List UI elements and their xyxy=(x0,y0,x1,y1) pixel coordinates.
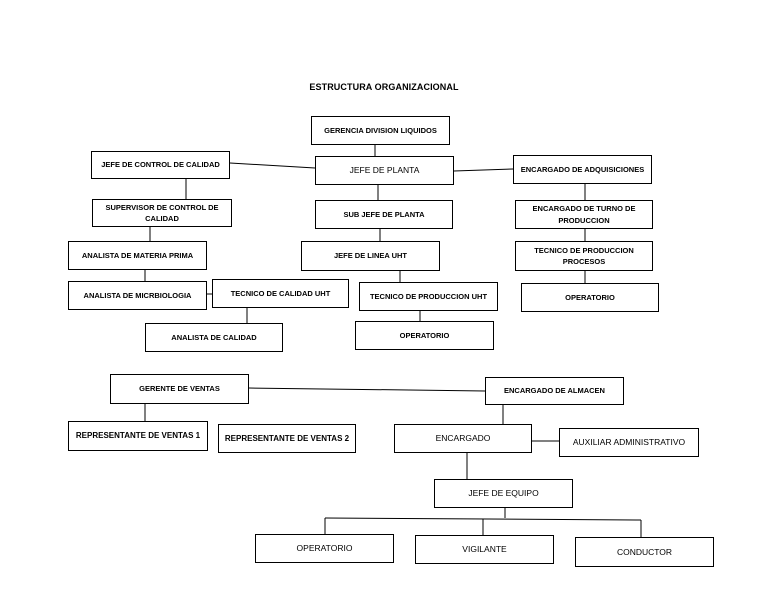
node-analista-materia-prima: ANALISTA DE MATERIA PRIMA xyxy=(68,241,207,270)
node-encargado: ENCARGADO xyxy=(394,424,532,453)
node-representante-ventas-2: REPRESENTANTE DE VENTAS 2 xyxy=(218,424,356,453)
node-conductor: CONDUCTOR xyxy=(575,537,714,567)
node-encargado-turno-produccion: ENCARGADO DE TURNO DE PRODUCCION xyxy=(515,200,653,229)
node-operatorio: OPERATORIO xyxy=(521,283,659,312)
node-jefe-control-calidad: JEFE DE CONTROL DE CALIDAD xyxy=(91,151,230,179)
node-sub-jefe-planta: SUB JEFE DE PLANTA xyxy=(315,200,453,229)
connector xyxy=(229,162,316,169)
node-supervisor-control-calidad: SUPERVISOR DE CONTROL DE CALIDAD xyxy=(92,199,232,227)
node-operatorio: OPERATORIO xyxy=(355,321,494,350)
node-encargado-adquisiciones: ENCARGADO DE ADQUISICIONES xyxy=(513,155,652,184)
node-vigilante: VIGILANTE xyxy=(415,535,554,564)
node-analista-microbiologia: ANALISTA DE MICRBIOLOGIA xyxy=(68,281,207,310)
node-encargado-almacen: ENCARGADO DE ALMACEN xyxy=(485,377,624,405)
node-tecnico-produccion-procesos: TECNICO DE PRODUCCION PROCESOS xyxy=(515,241,653,271)
node-jefe-linea-uht: JEFE DE LINEA UHT xyxy=(301,241,440,271)
node-jefe-de-planta: JEFE DE PLANTA xyxy=(315,156,454,185)
node-tecnico-produccion-uht: TECNICO DE PRODUCCION UHT xyxy=(359,282,498,311)
chart-title: ESTRUCTURA ORGANIZACIONAL xyxy=(309,82,459,92)
connector xyxy=(248,387,486,392)
node-jefe-de-equipo: JEFE DE EQUIPO xyxy=(434,479,573,508)
node-analista-calidad: ANALISTA DE CALIDAD xyxy=(145,323,283,352)
node-operatorio: OPERATORIO xyxy=(255,534,394,563)
node-gerencia-division-liquidos: GERENCIA DIVISION LIQUIDOS xyxy=(311,116,450,145)
node-representante-ventas-1: REPRESENTANTE DE VENTAS 1 xyxy=(68,421,208,451)
connector xyxy=(453,168,514,172)
node-auxiliar-administrativo: AUXILIAR ADMINISTRATIVO xyxy=(559,428,699,457)
node-tecnico-calidad-uht: TECNICO DE CALIDAD UHT xyxy=(212,279,349,308)
node-gerente-ventas: GERENTE DE VENTAS xyxy=(110,374,249,404)
